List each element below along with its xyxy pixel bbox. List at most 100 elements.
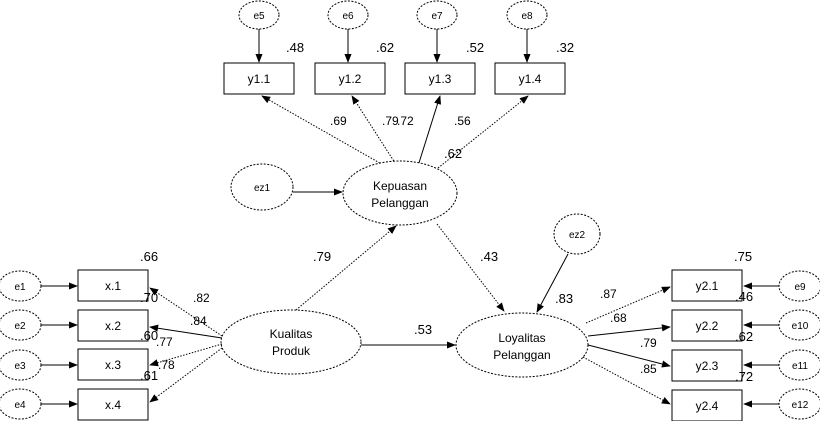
error-e5: e5 <box>238 0 280 30</box>
error-e9: e9 <box>778 270 820 302</box>
loading-y1.2: .79 <box>382 114 399 128</box>
loading-y1.1: .69 <box>330 114 347 128</box>
disturbance-ez2: ez2 <box>553 213 601 255</box>
loading-y2.2: .68 <box>610 311 627 325</box>
disturbance-ez2-label: ez2 <box>569 230 586 241</box>
loading-x.1: .82 <box>193 291 210 305</box>
loading-x.2: .84 <box>190 314 207 328</box>
indicator-x.3: x.3 <box>77 348 149 381</box>
error-e5-label: e5 <box>253 11 265 22</box>
path-kepuasan-y1.1 <box>261 95 386 167</box>
r2-loyalitas: .83 <box>555 291 573 306</box>
error-e7-label: e7 <box>431 11 443 22</box>
error-e4: e4 <box>0 388 42 420</box>
latent-kepuasan-line2: Pelanggan <box>371 196 428 210</box>
r2-kepuasan: .62 <box>444 146 462 161</box>
error-e2: e2 <box>0 309 42 341</box>
error-e1: e1 <box>0 270 42 302</box>
indicator-x.4-label: x.4 <box>105 398 121 412</box>
loading-y1.4: .56 <box>454 114 471 128</box>
r2-y1.4: .32 <box>556 40 574 55</box>
path-ez2-loyalitas <box>536 253 569 313</box>
path-kualitas-x.3 <box>149 343 223 367</box>
loading-y1.3: .72 <box>397 114 414 128</box>
indicator-x.1-label: x.1 <box>105 279 121 293</box>
error-e6-label: e6 <box>342 11 354 22</box>
indicator-y1.3: y1.3 <box>404 62 476 95</box>
loading-y2.1: .87 <box>600 287 617 301</box>
path-kepuasan-y1.4 <box>437 95 529 169</box>
error-e10-label: e10 <box>792 321 809 332</box>
indicator-y1.2-label: y1.2 <box>339 72 362 86</box>
path-kepuasan-loyalitas <box>436 223 505 312</box>
error-e8: e8 <box>506 0 548 30</box>
loading-y2.4: .85 <box>640 362 657 376</box>
latent-kepuasan-pelanggan: Kepuasan Pelanggan <box>342 160 458 226</box>
indicator-y2.3: y2.3 <box>671 349 743 382</box>
error-e11: e11 <box>778 349 820 381</box>
r2-x.2: .70 <box>140 290 158 305</box>
indicator-y1.1: y1.1 <box>223 62 295 95</box>
latent-kualitas-line1: Kualitas <box>270 327 313 341</box>
indicator-y1.4: y1.4 <box>494 62 566 95</box>
error-e7: e7 <box>416 0 458 30</box>
loading-x.3: .77 <box>156 335 173 349</box>
latent-kepuasan-line1: Kepuasan <box>373 179 427 193</box>
path-kualitas-x.2 <box>149 324 223 339</box>
error-e3-label: e3 <box>14 361 26 372</box>
error-e6: e6 <box>327 0 369 30</box>
error-e2-label: e2 <box>14 321 26 332</box>
loading-x.4: .78 <box>158 358 175 372</box>
indicator-y2.2: y2.2 <box>671 309 743 342</box>
error-e4-label: e4 <box>14 400 26 411</box>
loading-y2.3: .79 <box>640 336 657 350</box>
error-e1-label: e1 <box>14 282 26 293</box>
path-loyalitas-y2.3 <box>587 344 671 368</box>
indicator-y1.3-label: y1.3 <box>429 72 452 86</box>
error-e11-label: e11 <box>792 361 808 372</box>
r2-y1.1: .48 <box>286 40 304 55</box>
path-kualitas-x.1 <box>149 287 223 337</box>
r2-x.3: .60 <box>140 328 158 343</box>
r2-x.1: .66 <box>140 249 158 264</box>
r2-y2.4: .72 <box>735 369 753 384</box>
disturbance-ez1-label: ez1 <box>254 183 271 194</box>
indicator-x.4: x.4 <box>77 388 149 421</box>
path-kepuasan-y1.3 <box>417 95 442 167</box>
indicator-x.2-label: x.2 <box>105 319 121 333</box>
indicator-y1.4-label: y1.4 <box>519 72 542 86</box>
indicator-x.3-label: x.3 <box>105 358 121 372</box>
r2-y2.3: .62 <box>735 329 753 344</box>
latent-kualitas-produk: Kualitas Produk <box>220 309 362 375</box>
r2-y1.3: .52 <box>466 40 484 55</box>
error-e12: e12 <box>778 388 820 420</box>
r2-y2.2: .46 <box>735 289 753 304</box>
path-kepuasan-y1.2 <box>351 95 398 167</box>
indicator-y2.2-label: y2.2 <box>696 319 719 333</box>
coef-kualitas-loyalitas: .53 <box>414 322 432 337</box>
latent-kualitas-line2: Produk <box>272 344 311 358</box>
disturbance-ez1: ez1 <box>230 163 294 211</box>
latent-loyalitas-line1: Loyalitas <box>498 331 545 345</box>
path-kualitas-x.4 <box>149 347 223 403</box>
coef-kepuasan-loyalitas: .43 <box>480 249 498 264</box>
indicator-y2.1-label: y2.1 <box>696 279 719 293</box>
indicator-y1.1-label: y1.1 <box>248 72 271 86</box>
indicator-y2.1: y2.1 <box>671 269 743 302</box>
indicator-x.1: x.1 <box>77 269 149 302</box>
latent-loyalitas-line2: Pelanggan <box>493 348 550 362</box>
path-loyalitas-y2.4 <box>582 356 671 405</box>
latent-loyalitas-pelanggan: Loyalitas Pelanggan <box>455 312 589 378</box>
path-loyalitas-y2.2 <box>587 324 671 337</box>
path-kualitas-kepuasan <box>295 225 397 311</box>
r2-y1.2: .62 <box>376 40 394 55</box>
path-loyalitas-y2.1 <box>585 286 671 324</box>
indicator-x.2: x.2 <box>77 309 149 342</box>
error-e10: e10 <box>778 309 820 341</box>
indicator-y2.4: y2.4 <box>671 389 743 421</box>
r2-x.4: .61 <box>140 368 158 383</box>
indicator-y2.3-label: y2.3 <box>696 359 719 373</box>
error-e8-label: e8 <box>521 11 533 22</box>
coef-kualitas-kepuasan: .79 <box>313 249 331 264</box>
